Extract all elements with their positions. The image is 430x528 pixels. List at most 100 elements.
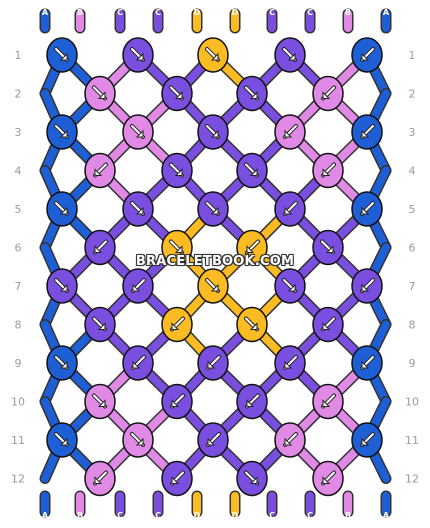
knot-arrowhead	[246, 399, 255, 407]
knot	[161, 383, 193, 420]
knot-arrowhead	[249, 91, 258, 99]
knot-arrowhead	[59, 360, 68, 369]
knot-arrowhead	[322, 91, 331, 99]
row-number-right: 4	[409, 165, 416, 178]
knot	[84, 152, 116, 189]
knot-arrowhead	[132, 360, 141, 369]
top-string-letter: C	[307, 8, 313, 17]
knot	[312, 383, 344, 420]
knot-arrowhead	[94, 476, 103, 484]
knot-arrowhead	[94, 168, 103, 176]
knot	[46, 345, 78, 381]
top-string-letter: D	[194, 8, 201, 17]
knot-arrowhead	[361, 129, 370, 138]
row-number-left: 7	[15, 280, 22, 293]
knot	[236, 460, 268, 497]
bottom-string-letter: D	[232, 511, 239, 520]
knot-arrowhead	[210, 206, 219, 215]
knot	[161, 460, 193, 497]
knot	[351, 191, 383, 227]
knot-arrowhead	[249, 476, 258, 484]
knot-arrowhead	[97, 399, 106, 407]
knot	[274, 191, 306, 227]
bottom-string-letter: A	[383, 511, 390, 520]
bottom-string-letter: B	[345, 511, 351, 520]
knot-arrowhead	[59, 283, 68, 292]
knot-arrowhead	[322, 322, 331, 330]
knot	[122, 268, 154, 304]
row-number-right: 9	[409, 357, 416, 370]
row-number-left: 9	[15, 357, 22, 370]
knot	[122, 191, 154, 227]
knot-arrowhead	[97, 322, 106, 330]
top-string-letter: C	[117, 8, 123, 17]
top-string-letter: A	[383, 8, 390, 17]
bottom-string-letter: C	[117, 511, 123, 520]
knot	[351, 268, 383, 304]
knot-arrowhead	[94, 245, 103, 253]
knot	[312, 75, 344, 112]
knot	[351, 114, 383, 150]
knot-arrowhead	[174, 168, 183, 176]
knot	[46, 37, 78, 73]
knot-arrowhead	[174, 245, 183, 253]
bottom-string-letter: B	[77, 511, 83, 520]
knot	[84, 229, 116, 266]
knot	[312, 460, 344, 497]
knot	[236, 306, 268, 343]
knot	[312, 152, 344, 189]
knot-arrowhead	[59, 129, 68, 138]
knot	[122, 422, 154, 458]
knot-arrowhead	[284, 129, 293, 138]
knot-grid	[46, 37, 383, 497]
knot-arrowhead	[361, 360, 370, 369]
knot	[274, 37, 306, 73]
knot	[84, 75, 116, 112]
knot-arrowhead	[361, 437, 370, 446]
bottom-string-letter: C	[155, 511, 161, 520]
knot	[351, 345, 383, 381]
bottom-string-letter: D	[194, 511, 201, 520]
knot	[161, 75, 193, 112]
knot-arrowhead	[361, 283, 370, 292]
knot-arrowhead	[284, 206, 293, 215]
knot	[46, 422, 78, 458]
row-number-left: 11	[11, 434, 25, 447]
row-number-right: 11	[405, 434, 419, 447]
knot	[274, 422, 306, 458]
knot	[161, 306, 193, 343]
top-string-letter: D	[232, 8, 239, 17]
knot	[312, 229, 344, 266]
row-number-left: 10	[11, 396, 25, 409]
knot	[84, 306, 116, 343]
bottom-string-letter: C	[307, 511, 313, 520]
knot-arrowhead	[171, 322, 180, 330]
row-number-left: 12	[11, 473, 25, 486]
knot	[236, 152, 268, 189]
row-number-left: 8	[15, 319, 22, 332]
bottom-string-letter: A	[42, 511, 49, 520]
row-number-left: 1	[15, 49, 22, 62]
knot	[312, 306, 344, 343]
row-number-right: 12	[405, 473, 419, 486]
row-number-right: 6	[409, 242, 416, 255]
knot-arrowhead	[361, 206, 370, 215]
knot	[274, 268, 306, 304]
knot-arrowhead	[135, 129, 144, 138]
knot	[274, 345, 306, 381]
knot-arrowhead	[207, 360, 216, 369]
knot-arrowhead	[322, 399, 331, 407]
knot	[122, 37, 154, 73]
knot-arrowhead	[361, 52, 370, 61]
knot	[46, 268, 78, 304]
knot-arrowhead	[284, 360, 293, 369]
knot-arrowhead	[210, 129, 219, 138]
row-number-right: 2	[409, 88, 416, 101]
row-number-right: 10	[405, 396, 419, 409]
knot	[197, 114, 229, 150]
knot	[197, 37, 229, 73]
